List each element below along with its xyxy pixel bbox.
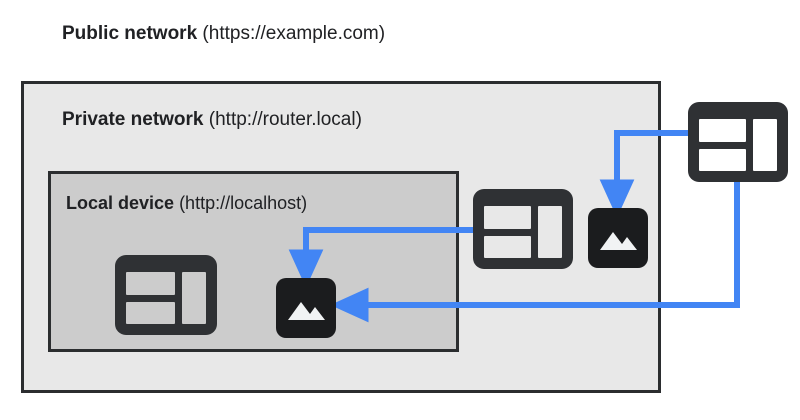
window-pane-top bbox=[126, 272, 175, 295]
label-private-network: Private network (http://router.local) bbox=[62, 108, 362, 132]
window-right-column bbox=[182, 272, 206, 324]
image-icon-local-device[interactable] bbox=[276, 278, 336, 338]
label-local-device-name: Local device bbox=[66, 193, 175, 213]
browser-window-icon-public-network[interactable] bbox=[688, 102, 788, 182]
image-icon-glyph bbox=[600, 232, 637, 250]
window-pane-top bbox=[484, 206, 531, 229]
browser-window-icon-local-device[interactable] bbox=[115, 255, 217, 335]
window-pane-side bbox=[753, 119, 777, 171]
window-pane-side bbox=[182, 272, 206, 324]
label-public-network-url: (https://example.com) bbox=[197, 23, 386, 44]
window-pane-bottom bbox=[126, 301, 175, 324]
window-pane-bottom bbox=[699, 148, 746, 171]
label-private-network-url: (http://router.local) bbox=[203, 109, 362, 130]
window-left-column bbox=[126, 272, 175, 324]
image-icon-glyph bbox=[288, 302, 325, 320]
label-local-device-url: (http://localhost) bbox=[174, 193, 308, 213]
window-right-column bbox=[753, 119, 777, 171]
window-left-column bbox=[484, 206, 531, 258]
window-left-column bbox=[699, 119, 746, 171]
window-right-column bbox=[538, 206, 562, 258]
window-pane-bottom bbox=[484, 235, 531, 258]
label-public-network-name: Public network bbox=[62, 23, 198, 44]
window-pane-side bbox=[538, 206, 562, 258]
image-icon-private-network[interactable] bbox=[588, 208, 648, 268]
label-private-network-name: Private network bbox=[62, 109, 204, 130]
browser-window-icon-private-network[interactable] bbox=[473, 189, 573, 269]
label-local-device: Local device (http://localhost) bbox=[66, 191, 307, 215]
window-pane-top bbox=[699, 119, 746, 142]
label-public-network: Public network (https://example.com) bbox=[62, 22, 385, 46]
